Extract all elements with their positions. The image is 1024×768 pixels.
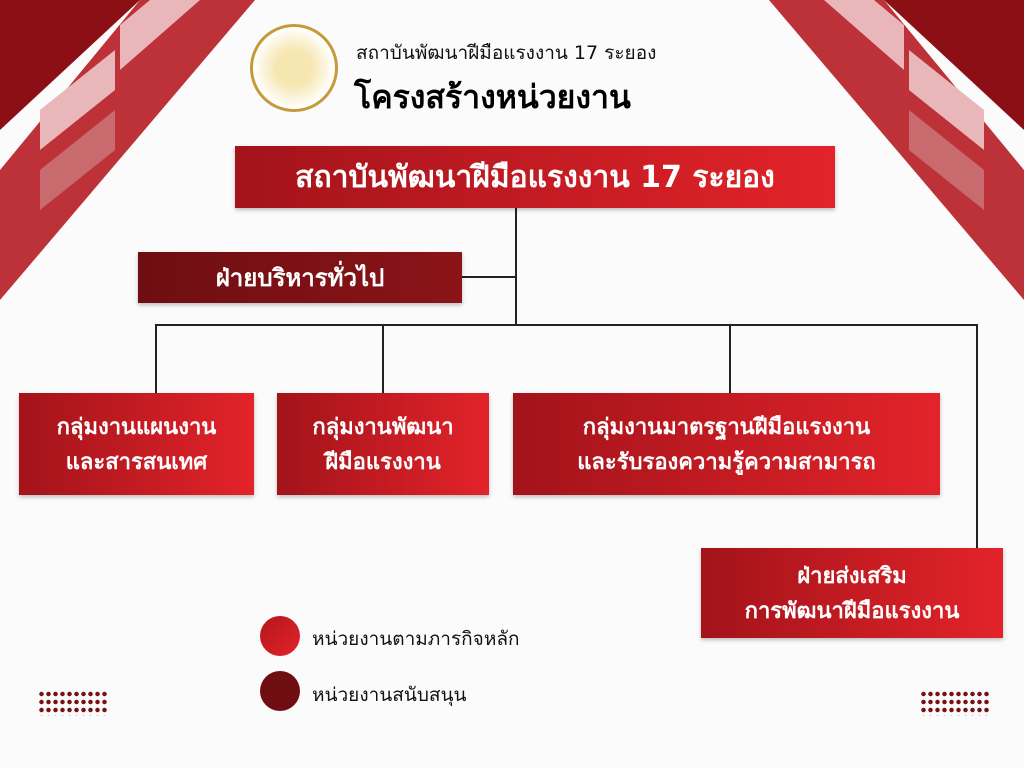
legend-swatch-main xyxy=(260,616,300,656)
connector xyxy=(462,276,516,278)
admin-label: ฝ่ายบริหารทั่วไป xyxy=(215,264,385,292)
group-label-line1: กลุ่มงานพัฒนา xyxy=(312,415,454,440)
admin-box: ฝ่ายบริหารทั่วไป xyxy=(138,252,462,303)
connector xyxy=(155,324,157,393)
group-label-line1: กลุ่มงานมาตรฐานฝีมือแรงงาน xyxy=(582,415,871,440)
legend-label-main: หน่วยงานตามภารกิจหลัก xyxy=(312,628,520,650)
page-title: โครงสร้างหน่วยงาน xyxy=(354,78,631,116)
org-root-box: สถาบันพัฒนาฝีมือแรงงาน 17 ระยอง xyxy=(235,146,835,208)
logo xyxy=(250,24,338,112)
decorative-dots-right xyxy=(920,690,990,716)
connector xyxy=(976,324,978,548)
group-label-line2: และรับรองความรู้ความสามารถ xyxy=(577,450,876,475)
promotion-box: ฝ่ายส่งเสริม การพัฒนาฝีมือแรงงาน xyxy=(701,548,1003,638)
group-box-plan: กลุ่มงานแผนงาน และสารสนเทศ xyxy=(19,393,254,495)
promotion-label-line1: ฝ่ายส่งเสริม xyxy=(797,564,907,589)
connector xyxy=(515,208,517,326)
group-label-line2: ฝีมือแรงงาน xyxy=(325,450,441,475)
connector xyxy=(382,324,384,393)
group-box-standards: กลุ่มงานมาตรฐานฝีมือแรงงาน และรับรองความ… xyxy=(513,393,940,495)
group-box-development: กลุ่มงานพัฒนา ฝีมือแรงงาน xyxy=(277,393,489,495)
group-label-line2: และสารสนเทศ xyxy=(65,450,208,475)
header-subtitle: สถาบันพัฒนาฝีมือแรงงาน 17 ระยอง xyxy=(356,42,657,64)
decorative-dots-left xyxy=(38,690,108,716)
org-root-label: สถาบันพัฒนาฝีมือแรงงาน 17 ระยอง xyxy=(295,159,775,195)
connector xyxy=(155,324,978,326)
legend-swatch-support xyxy=(260,671,300,711)
decorative-corner-right xyxy=(769,0,1024,300)
decorative-corner-left xyxy=(0,0,255,300)
legend-label-support: หน่วยงานสนับสนุน xyxy=(312,684,467,706)
group-label-line1: กลุ่มงานแผนงาน xyxy=(56,415,217,440)
connector xyxy=(729,324,731,393)
promotion-label-line2: การพัฒนาฝีมือแรงงาน xyxy=(744,599,960,624)
